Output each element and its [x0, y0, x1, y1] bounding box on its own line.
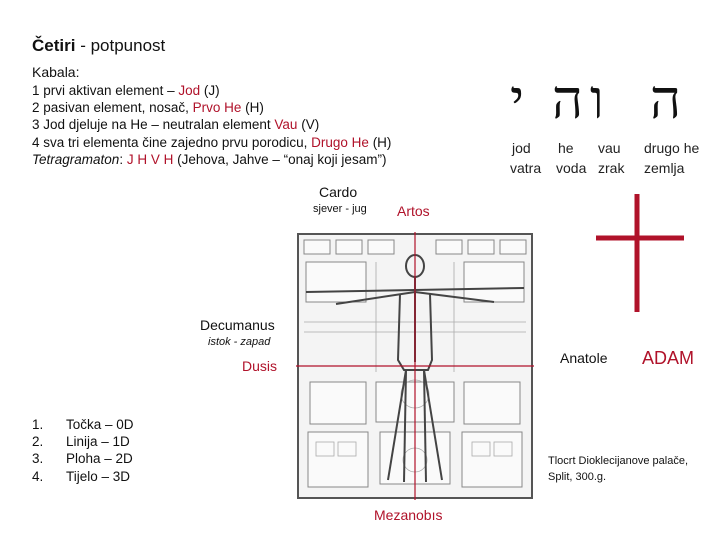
- label-adam: ADAM: [642, 348, 695, 368]
- title-rest: - potpunost: [75, 36, 166, 55]
- label-mezanobis: Mezanobıs: [374, 507, 443, 523]
- hebrew-letter-he-2: ה: [650, 68, 682, 131]
- caption-line-2: Split, 300.g.: [548, 471, 607, 483]
- palace-plan-illustration: [296, 232, 534, 500]
- kabala-line-4: 4 sva tri elementa čine zajedno prvu por…: [32, 134, 392, 150]
- label-decumanus: Decumanus: [200, 317, 275, 333]
- kabala-line-2: 2 pasivan element, nosač, Prvo He (H): [32, 100, 264, 116]
- slide-title: Četiri - potpunost: [32, 36, 165, 56]
- label-vau: vau: [598, 140, 621, 156]
- tetragramaton-line: Tetragramaton: J H V H (Jehova, Jahve – …: [32, 151, 387, 167]
- label-vatra: vatra: [510, 160, 542, 176]
- label-drugo-he: drugo he: [644, 140, 700, 156]
- list-item: 4.Tijelo – 3D: [32, 468, 131, 484]
- hebrew-letter-jod: י: [510, 68, 525, 131]
- kabala-label: Kabala:: [32, 64, 80, 80]
- label-cardo: Cardo: [319, 184, 358, 200]
- kabala-lines: 1 prvi aktivan element – Jod (J) 2 pasiv…: [32, 82, 391, 168]
- label-artos: Artos: [397, 203, 430, 219]
- label-decumanus-sub: istok - zapad: [208, 336, 271, 348]
- label-cardo-sub: sjever - jug: [313, 203, 367, 215]
- title-bold: Četiri: [32, 36, 76, 55]
- list-item: 2.Linija – 1D: [32, 434, 130, 450]
- label-zrak: zrak: [598, 160, 625, 176]
- kabala-line-3: 3 Jod djeluje na He – neutralan element …: [32, 117, 320, 133]
- label-he: he: [558, 140, 574, 156]
- label-voda: voda: [556, 160, 587, 176]
- list-item: 1.Točka – 0D: [32, 417, 134, 432]
- list-item: 3.Ploha – 2D: [32, 451, 133, 467]
- label-jod: jod: [512, 140, 531, 156]
- label-anatole: Anatole: [560, 350, 608, 366]
- hebrew-letter-he: ה: [552, 68, 584, 131]
- label-dusis: Dusis: [242, 358, 278, 374]
- kabala-line-1: 1 prvi aktivan element – Jod (J): [32, 83, 220, 98]
- red-cross-icon: [596, 194, 684, 312]
- label-zemlja: zemlja: [644, 160, 685, 176]
- dimension-list: 1.Točka – 0D 2.Linija – 1D 3.Ploha – 2D …: [32, 416, 134, 485]
- caption-line-1: Tlocrt Dioklecijanove palače,: [548, 455, 689, 467]
- hebrew-letter-vau: ו: [590, 68, 604, 131]
